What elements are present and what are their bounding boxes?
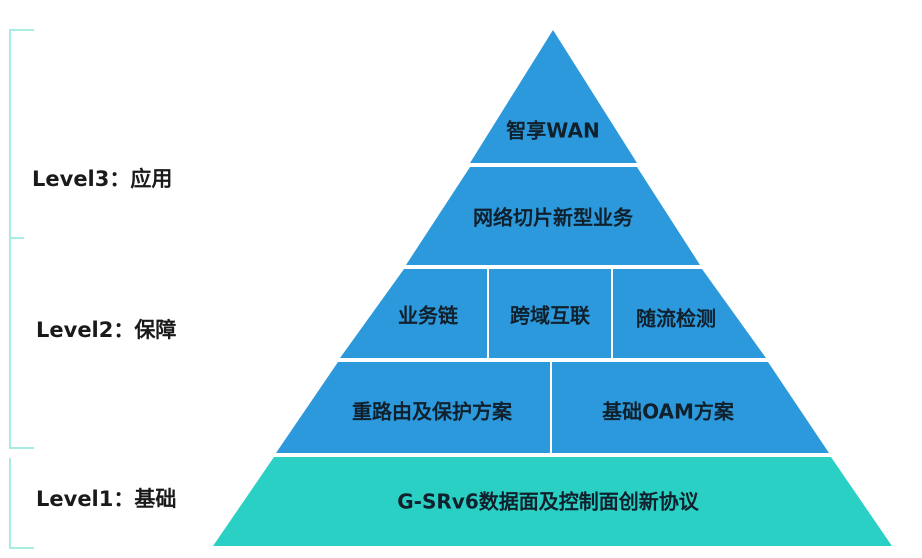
cell-network-slicing: 网络切片新型业务 [473, 205, 633, 230]
cell-rerouting: 重路由及保护方案 [352, 399, 512, 424]
level-brackets [9, 29, 34, 549]
cell-base-protocol: G-SRv6数据面及控制面创新协议 [397, 489, 699, 514]
bracket-level1 [9, 458, 34, 549]
level2-label: Level2：保障 [36, 318, 177, 342]
tier-protection-row [276, 362, 829, 453]
bracket-level3 [9, 29, 34, 238]
level3-label: Level3：应用 [32, 167, 173, 191]
cell-inband-detection: 随流检测 [636, 306, 716, 331]
cell-top-apex: 智享WAN [506, 118, 600, 143]
tier-base-protocol [213, 457, 892, 546]
bracket-level2 [9, 238, 34, 449]
tier-network-slicing [406, 167, 700, 265]
cell-oam: 基础OAM方案 [602, 399, 734, 424]
tier-top-apex [470, 30, 637, 163]
tier-service-row [340, 269, 766, 358]
cell-cross-domain: 跨域互联 [510, 303, 590, 328]
level1-label: Level1：基础 [36, 487, 177, 511]
cell-service-chain: 业务链 [398, 303, 458, 328]
